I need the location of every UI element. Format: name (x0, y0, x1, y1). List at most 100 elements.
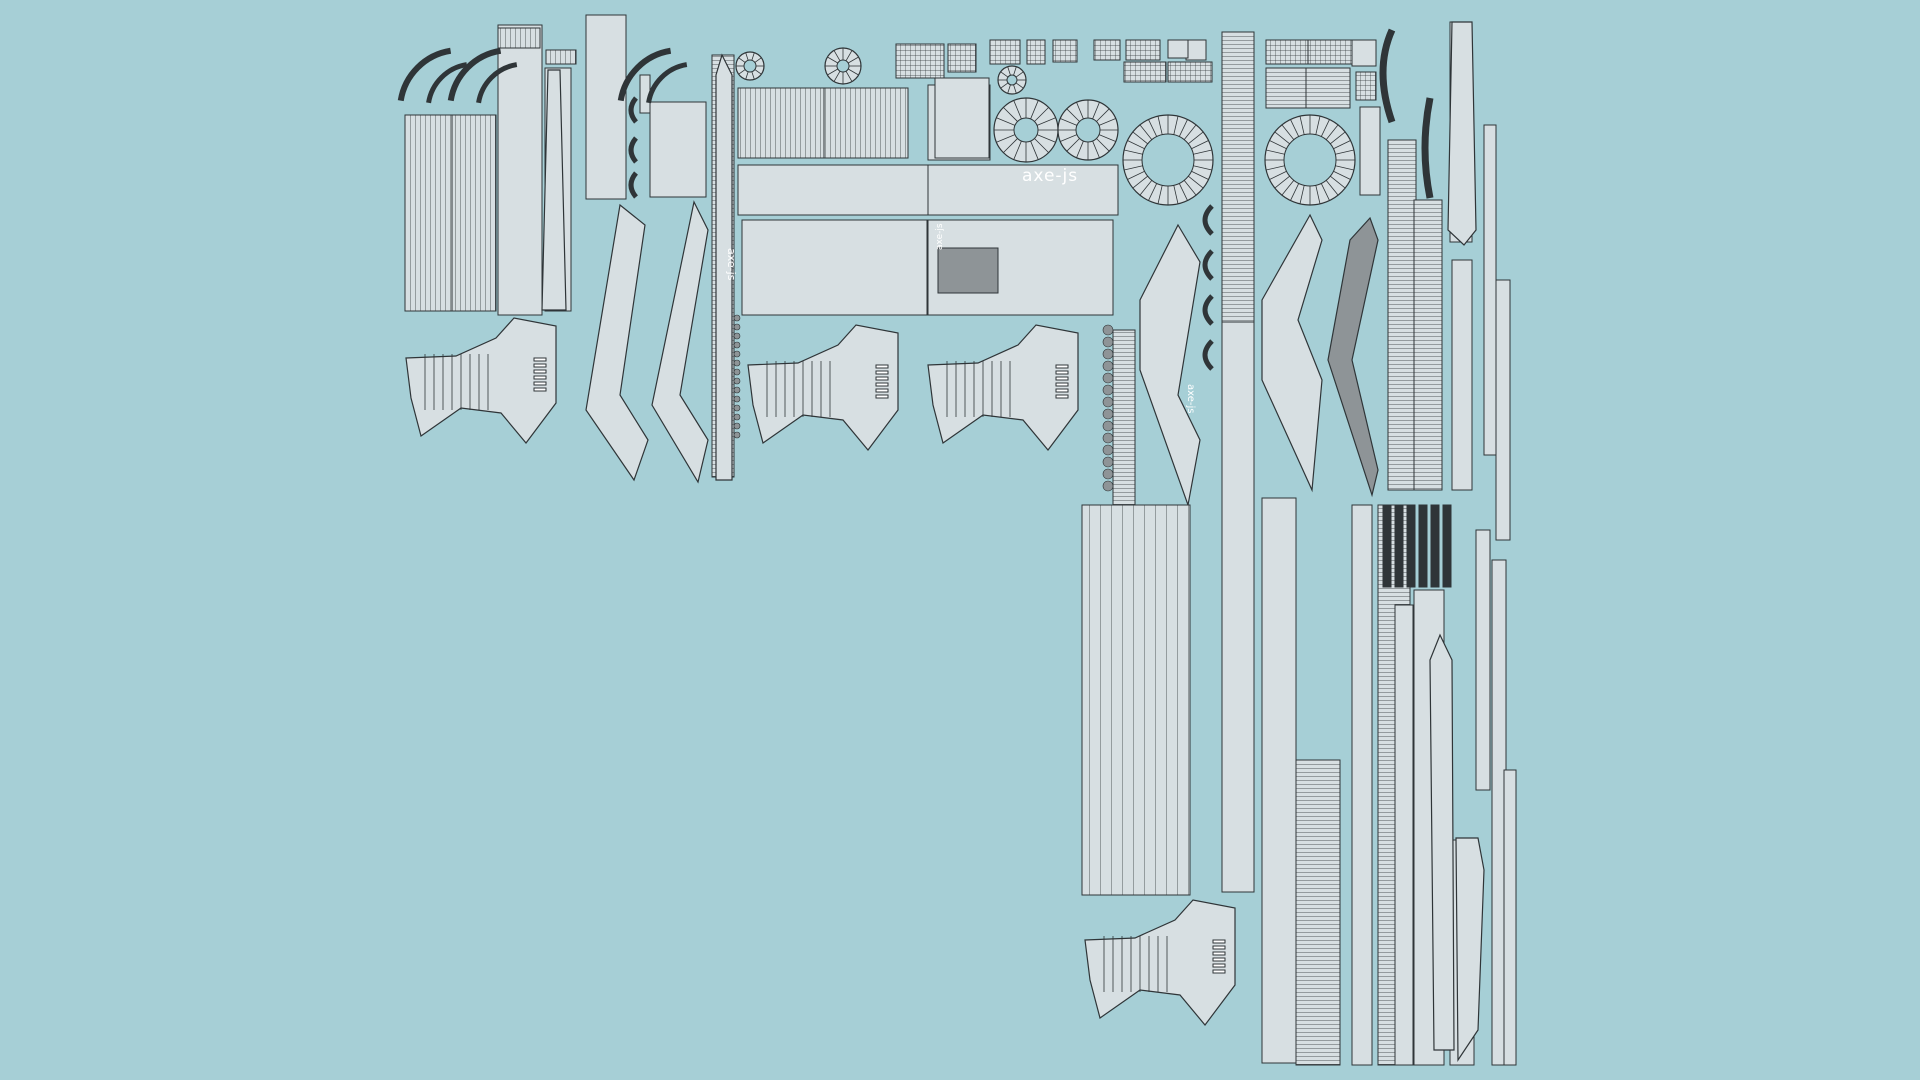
uv-edge (1092, 140, 1100, 158)
uv-edge (1013, 100, 1022, 120)
uv-trim-mark (533, 375, 547, 380)
uv-detail (1265, 67, 1311, 109)
uv-dot (733, 368, 741, 376)
uv-strip (1295, 759, 1341, 1066)
uv-detail (947, 43, 977, 73)
uv-edge (1015, 71, 1024, 78)
uv-detail (989, 39, 1021, 65)
uv-edge (847, 56, 859, 64)
uv-shell-bell (747, 324, 899, 451)
uv-arc (476, 62, 518, 104)
uv-edge (1000, 82, 1009, 89)
uv-edge (1098, 134, 1116, 142)
uv-edge (833, 70, 841, 82)
uv-edge (1030, 140, 1039, 160)
uv-edge (833, 50, 841, 62)
uv-pencil (1429, 633, 1455, 1051)
uv-dot (733, 431, 741, 439)
uv-ring (1075, 117, 1101, 143)
uv-edge (738, 57, 746, 63)
uv-dot (1102, 336, 1114, 348)
uv-edge (1148, 119, 1158, 137)
uv-edge (1274, 131, 1290, 145)
uv-trim-mark (533, 363, 547, 368)
uv-edge (1325, 180, 1339, 196)
uv-strip (1394, 604, 1414, 1066)
uv-strip (1081, 504, 1191, 896)
uv-detail (1052, 39, 1078, 63)
uv-arc (628, 96, 639, 124)
uv-dot (733, 413, 741, 421)
uv-edge (1034, 138, 1049, 153)
uv-detail (1125, 39, 1161, 61)
uv-edge (1178, 183, 1188, 201)
uv-edge (827, 56, 839, 64)
uv-arc (1202, 339, 1214, 371)
uv-edge (751, 52, 755, 61)
uv-detail (1123, 61, 1167, 83)
uv-dot (1102, 396, 1114, 408)
uv-edge (1281, 124, 1295, 140)
uv-dot (733, 341, 741, 349)
uv-bolt (1418, 504, 1428, 588)
uv-detail (1026, 39, 1046, 65)
uv-edge (1030, 100, 1039, 120)
uv-edge (1320, 183, 1330, 201)
uv-edge (1157, 185, 1163, 204)
uv-trim-mark (1212, 939, 1226, 944)
uv-edge (1000, 71, 1009, 78)
uv-trim-mark (533, 387, 547, 392)
uv-arc (426, 62, 468, 104)
uv-dot (1102, 468, 1114, 480)
uv-trim-mark (1055, 370, 1069, 375)
uv-dot (733, 332, 741, 340)
uv-edge (1188, 175, 1204, 189)
uv-edge (1013, 66, 1017, 76)
uv-edge (1188, 131, 1204, 145)
uv-edge (1015, 82, 1024, 89)
uv-strip (1503, 769, 1517, 1066)
uv-edge (1036, 134, 1056, 143)
uv-trim-mark (875, 364, 889, 369)
uv-pencil (715, 53, 733, 481)
uv-edge (1299, 116, 1305, 135)
uv-detail (1185, 39, 1207, 61)
uv-edge (745, 52, 749, 61)
uv-dot (733, 386, 741, 394)
uv-edge (1183, 180, 1197, 196)
uv-blade (1327, 216, 1379, 498)
uv-ring (1141, 133, 1195, 187)
uv-dot (733, 314, 741, 322)
uv-arc (1421, 97, 1434, 199)
uv-pencil (1447, 21, 1477, 246)
uv-edge (996, 117, 1016, 126)
uv-blade (1139, 223, 1201, 508)
uv-strip (1495, 279, 1511, 541)
uv-dot (733, 350, 741, 358)
uv-bolt (1430, 504, 1440, 588)
uv-edge (738, 69, 746, 75)
uv-edge (1266, 149, 1285, 155)
uv-edge (1320, 119, 1330, 137)
uv-edge (1076, 140, 1084, 158)
uv-arc (628, 136, 639, 164)
uv-detail (545, 49, 577, 65)
uv-edge (1003, 107, 1018, 122)
uv-ring (836, 59, 850, 73)
uv-edge (1335, 149, 1354, 155)
uv-pencil (541, 69, 567, 311)
uv-edge (1333, 170, 1351, 180)
uv-ring (1006, 74, 1018, 86)
uv-bolt (1382, 504, 1392, 588)
uv-arc (646, 62, 688, 104)
uv-edge (1333, 140, 1351, 150)
uv-detail (1355, 71, 1377, 101)
uv-edge (1325, 124, 1339, 140)
uv-panel-square (934, 77, 990, 159)
brand-label-vertical: axe-js (725, 248, 738, 281)
brand-label-vertical: axe-js (1185, 384, 1196, 414)
uv-edge (996, 134, 1016, 143)
uv-trim-mark (875, 382, 889, 387)
uv-trim-mark (875, 376, 889, 381)
